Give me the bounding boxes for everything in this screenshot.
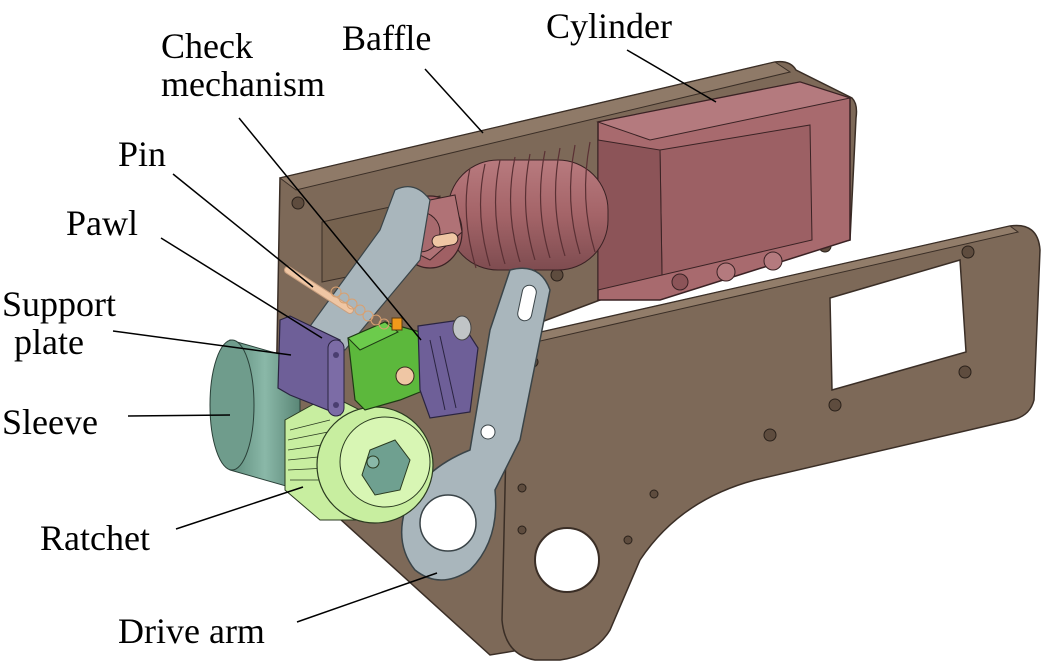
label-support-line2: plate [14, 322, 84, 362]
label-check-line1: Check [161, 26, 253, 66]
label-pawl: Pawl [66, 203, 138, 243]
label-baffle: Baffle [342, 18, 432, 58]
front-baffle-plate [501, 224, 1041, 661]
label-pin: Pin [118, 134, 167, 174]
cylinder-body [596, 81, 852, 301]
leader-pin [172, 173, 314, 288]
leader-lines [112, 49, 717, 623]
leader-support-plate [112, 330, 292, 356]
pin-spring [330, 286, 390, 330]
pin [284, 266, 354, 314]
leader-pawl [160, 237, 323, 339]
label-ratchet: Ratchet [40, 518, 150, 558]
pawl [347, 317, 426, 411]
label-check-mechanism: Check mechanism [161, 26, 325, 104]
support-plate [277, 315, 345, 417]
label-support-line1: Support [2, 284, 117, 324]
leader-ratchet [175, 486, 304, 530]
leader-drive-arm [296, 572, 438, 623]
label-drive-arm: Drive arm [118, 611, 265, 651]
check-mechanism [417, 315, 479, 419]
label-support-plate: Support plate [2, 284, 116, 362]
leader-sleeve [127, 414, 231, 417]
leader-baffle [424, 68, 484, 134]
leader-cylinder [626, 49, 717, 103]
leader-check-mechanism [238, 117, 422, 341]
label-sleeve: Sleeve [2, 402, 98, 442]
label-cylinder: Cylinder [546, 6, 672, 46]
ratchet [284, 394, 434, 524]
label-check-line2: mechanism [161, 64, 325, 104]
